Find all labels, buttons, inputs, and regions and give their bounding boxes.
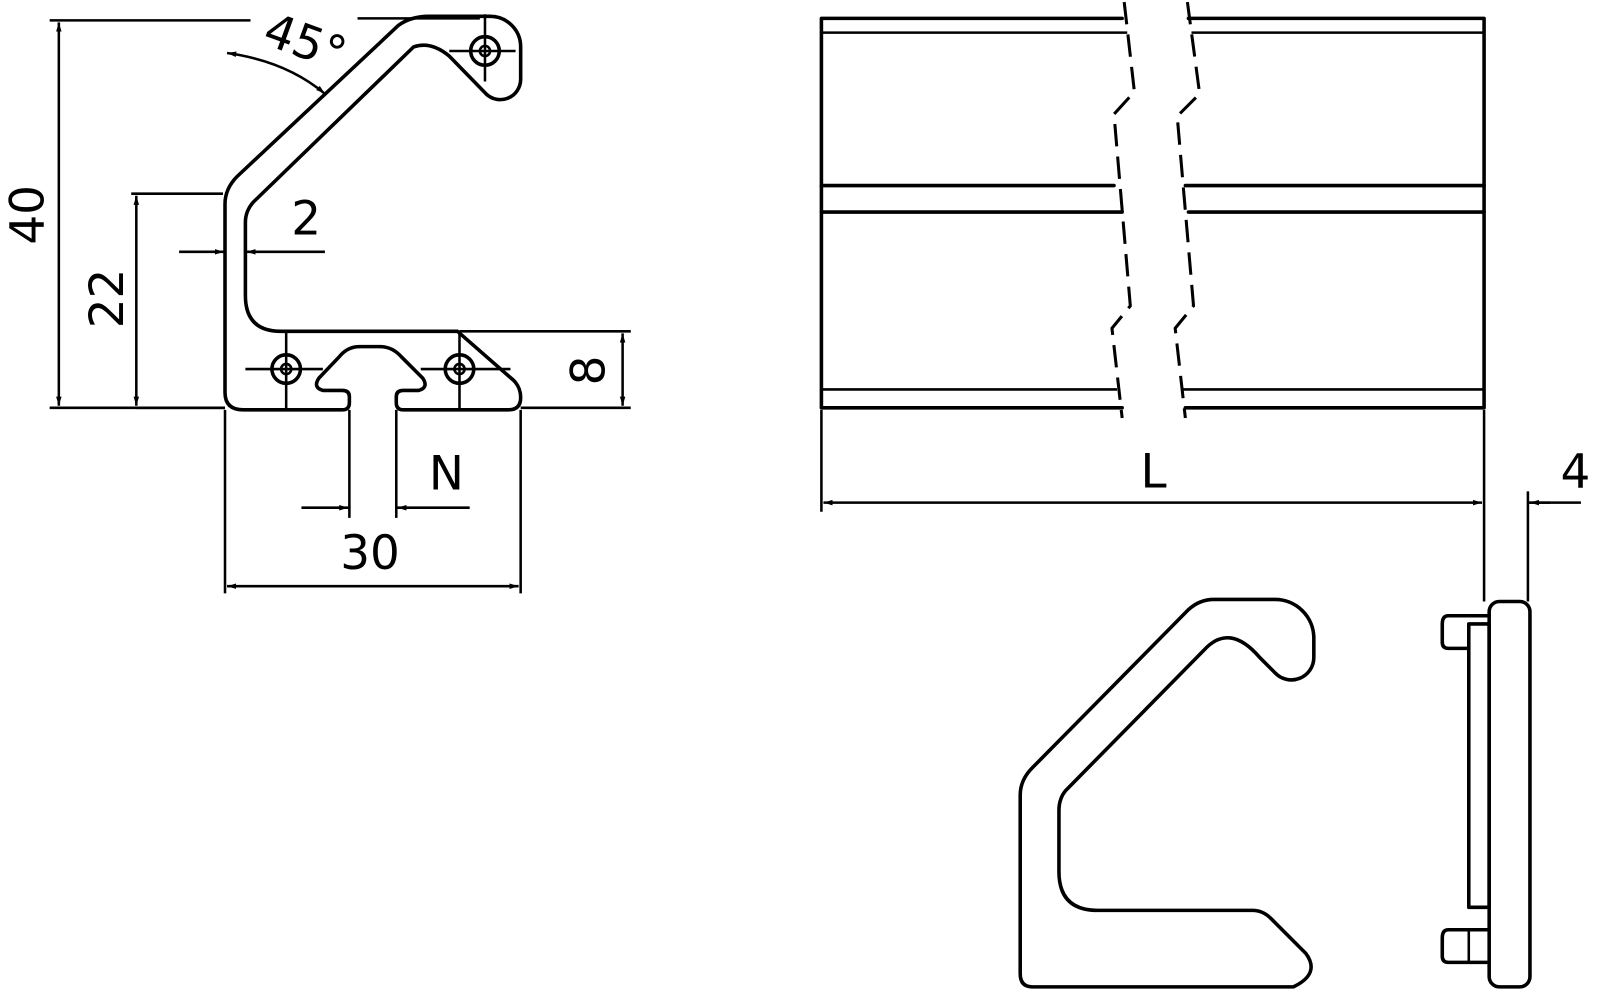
- length-label: L: [1141, 444, 1167, 499]
- mounting-hole: [420, 331, 511, 410]
- end-cap-view: [1018, 597, 1316, 989]
- side-view: [1440, 599, 1532, 989]
- thickness-label: 2: [291, 191, 321, 246]
- height-total-label: 40: [1, 185, 56, 245]
- top-view: L 4: [819, 1, 1591, 602]
- side-thickness-label: 4: [1561, 444, 1591, 499]
- break-line: [1110, 1, 1136, 419]
- break-line: [1173, 1, 1202, 419]
- slot-height-label: 8: [561, 356, 616, 386]
- height-lower-label: 22: [80, 269, 135, 329]
- profile-outline: [223, 14, 523, 412]
- width-label: 30: [340, 526, 400, 581]
- angle-label: 45°: [257, 2, 354, 82]
- profile-section-view: 45° 40 22 2 8 N 30: [1, 2, 631, 594]
- mounting-hole: [245, 331, 323, 410]
- slot-width-label: N: [429, 446, 464, 501]
- mounting-hole: [449, 14, 516, 82]
- angle-dimension: [226, 51, 326, 95]
